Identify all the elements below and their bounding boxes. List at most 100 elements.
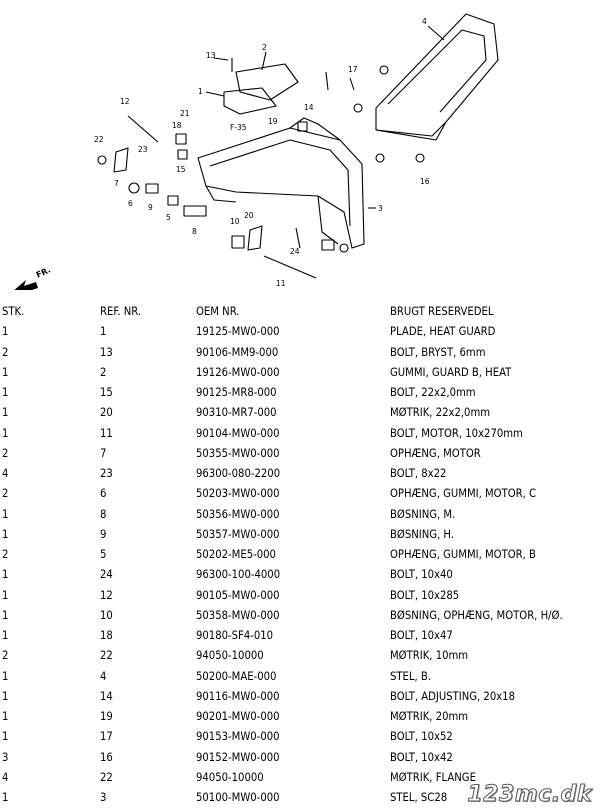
- callout: 6: [128, 199, 133, 208]
- cell-ref: 18: [100, 629, 113, 642]
- callout: 15: [176, 165, 186, 174]
- cell-desc: PLADE, HEAT GUARD: [390, 325, 496, 339]
- cell-ref: 22: [100, 649, 113, 663]
- cell-oem: 94050-10000: [196, 770, 264, 784]
- callout: 11: [276, 279, 286, 288]
- header-qty: STK.: [2, 305, 25, 318]
- cell-desc: BOLT, ADJUSTING, 20x18: [390, 689, 515, 703]
- cell-ref: 6: [100, 487, 107, 501]
- cell-qty: 1: [2, 426, 9, 440]
- table-row: 1 18 90180-SF4-010 BOLT, 10x47: [2, 626, 598, 646]
- cell-desc: BØSNING, M.: [390, 507, 456, 521]
- cell-ref: 7: [100, 446, 107, 460]
- cell-desc: BOLT, 22x2,0mm: [390, 386, 476, 399]
- callout: 8: [192, 227, 197, 236]
- cell-oem: 50203-MW0-000: [196, 487, 280, 501]
- cell-desc: MØTRIK, 22x2,0mm: [390, 406, 491, 420]
- heat-guard-plate: [235, 63, 299, 101]
- cell-ref: 2: [100, 365, 107, 379]
- cell-oem: 50358-MW0-000: [196, 608, 280, 622]
- cell-desc: BOLT, 8x22: [390, 467, 447, 480]
- callout: 14: [304, 103, 314, 112]
- cell-ref: 19: [100, 710, 113, 723]
- callout: 2: [262, 43, 267, 52]
- header-oem: OEM NR.: [196, 305, 240, 318]
- callout: 17: [348, 65, 358, 74]
- callout: 1: [198, 87, 203, 96]
- cell-qty: 1: [2, 608, 9, 622]
- cell-ref: 20: [100, 406, 113, 420]
- header-ref: REF. NR.: [100, 305, 142, 318]
- parts-table: STK. REF. NR. OEM NR. BRUGT RESERVEDEL 1…: [2, 302, 598, 808]
- callout: 21: [180, 109, 190, 118]
- cell-oem: 90180-SF4-010: [196, 629, 274, 642]
- cell-ref: 9: [100, 527, 107, 541]
- callout: 10: [230, 217, 240, 226]
- cell-desc: MØTRIK, 20mm: [390, 710, 469, 723]
- table-row: 1 20 90310-MR7-000 MØTRIK, 22x2,0mm: [2, 403, 598, 423]
- cell-qty: 1: [2, 568, 9, 582]
- cell-desc: BØSNING, OPHÆNG, MOTOR, H/Ø.: [390, 608, 563, 622]
- cell-qty: 1: [2, 507, 9, 521]
- cell-qty: 1: [2, 365, 9, 379]
- cell-oem: 19126-MW0-000: [196, 365, 280, 379]
- callout: 9: [148, 203, 153, 212]
- cell-oem: 94050-10000: [196, 649, 264, 663]
- callout: 12: [120, 97, 130, 106]
- callout: 19: [268, 117, 278, 126]
- cell-desc: STEL, SC28: [390, 791, 448, 804]
- diagram-callout-labels: 13 2 1 21 F-35 12 18 14 19 15 22 23 7 6 …: [94, 17, 430, 288]
- cell-ref: 8: [100, 507, 107, 521]
- cell-desc: BOLT, 10x42: [390, 750, 453, 764]
- cell-oem: 90153-MW0-000: [196, 730, 280, 744]
- cell-qty: 1: [2, 730, 9, 744]
- cell-ref: 23: [100, 467, 113, 480]
- cell-qty: 1: [2, 689, 9, 703]
- cell-desc: BOLT, MOTOR, 10x270mm: [390, 426, 523, 440]
- cell-oem: 90104-MW0-000: [196, 426, 280, 440]
- cell-oem: 50202-ME5-000: [196, 548, 276, 561]
- cell-qty: 1: [2, 527, 9, 541]
- cell-desc: BOLT, 10x47: [390, 629, 453, 642]
- cell-ref: 22: [100, 770, 113, 784]
- callout: 22: [94, 135, 104, 144]
- cell-oem: 50100-MW0-000: [196, 791, 280, 804]
- cell-qty: 1: [2, 406, 9, 420]
- cell-oem: 90116-MW0-000: [196, 689, 280, 703]
- cell-ref: 4: [100, 669, 107, 683]
- cell-ref: 17: [100, 730, 113, 744]
- exploded-parts-diagram: 13 2 1 21 F-35 12 18 14 19 15 22 23 7 6 …: [14, 13, 499, 290]
- cell-desc: BOLT, BRYST, 6mm: [390, 345, 486, 359]
- cell-oem: 90310-MR7-000: [196, 406, 277, 420]
- cell-qty: 1: [2, 629, 9, 642]
- callout: 4: [422, 17, 427, 26]
- cell-qty: 4: [2, 770, 9, 784]
- callout: 23: [138, 145, 148, 154]
- forward-arrow-icon: [14, 280, 38, 290]
- cell-desc: OPHÆNG, GUMMI, MOTOR, C: [390, 487, 537, 501]
- cell-ref: 15: [100, 386, 113, 399]
- cell-qty: 1: [2, 386, 9, 399]
- cell-ref: 3: [100, 791, 107, 804]
- callout: 5: [166, 213, 171, 222]
- callout: 7: [114, 179, 119, 188]
- cell-ref: 5: [100, 548, 107, 561]
- cell-desc: MØTRIK, FLANGE: [390, 770, 476, 784]
